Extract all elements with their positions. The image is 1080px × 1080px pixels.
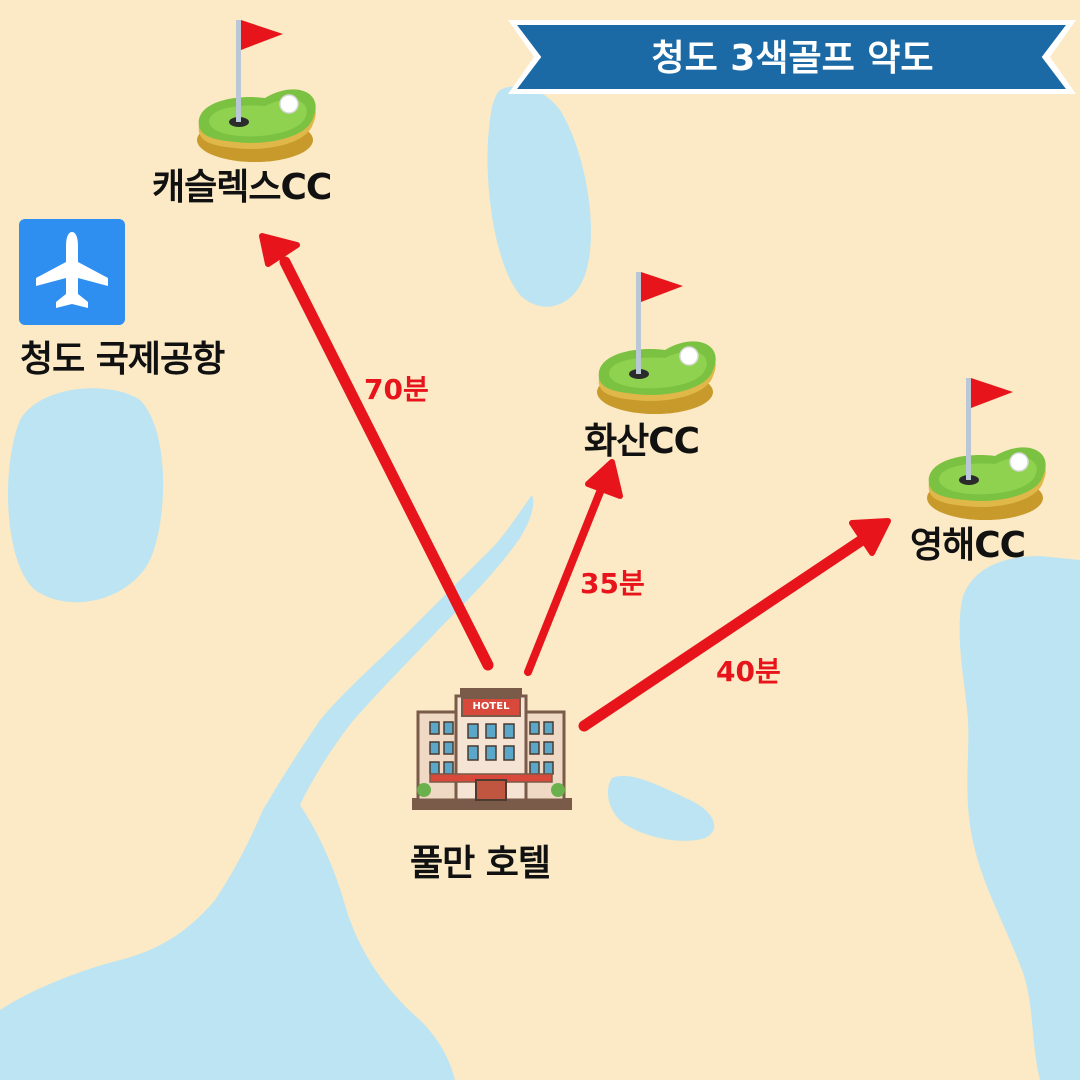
map-title: 청도 3색골프 약도 (651, 38, 934, 79)
airplane-icon (19, 219, 125, 325)
golf-course-label-hwasan: 화산CC (584, 421, 700, 462)
hotel-building-icon (412, 688, 572, 810)
lake-small (607, 775, 715, 841)
route-time-yeonghae: 40분 (716, 655, 781, 688)
river (262, 495, 534, 812)
golf-course-label-castlex: 캐슬렉스CC (152, 167, 332, 208)
lake-west (7, 388, 164, 603)
route-time-castlex: 70분 (364, 373, 429, 406)
water-bodies (0, 86, 1080, 1080)
title-banner (508, 20, 1076, 94)
route-arrow-icon (259, 233, 891, 732)
sea-east (959, 556, 1080, 1080)
route-time-hwasan: 35분 (580, 567, 645, 600)
hotel-label: 풀만 호텔 (410, 843, 551, 884)
bay-south (0, 794, 455, 1080)
airport-label: 청도 국제공항 (20, 339, 225, 380)
golf-course-label-yeonghae: 영해CC (910, 525, 1026, 566)
hotel-sign: HOTEL (472, 701, 510, 712)
lake-north (487, 86, 591, 307)
